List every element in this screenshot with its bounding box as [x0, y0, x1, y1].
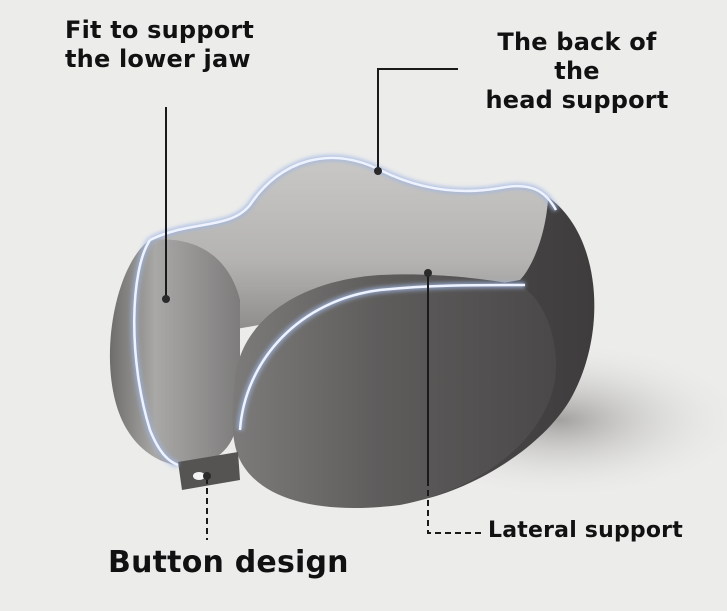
leader-lines — [165, 68, 482, 540]
pillow-left-wing — [109, 239, 241, 465]
callout-head-back-line2: head support — [485, 85, 669, 114]
callout-button-design: Button design — [108, 545, 349, 580]
callout-lower-jaw-line2: the lower jaw — [65, 44, 251, 73]
button-hole — [193, 472, 205, 480]
pillow-lateral-support — [232, 274, 556, 508]
callout-head-back: The back of the head support — [472, 28, 682, 114]
leader-line-head — [377, 68, 458, 170]
dot-jaw — [162, 295, 170, 303]
button-strap — [178, 452, 240, 490]
callout-lower-jaw: Fit to support the lower jaw — [65, 16, 254, 74]
dot-head — [374, 167, 382, 175]
leader-line-lateral-dashed — [427, 480, 482, 534]
callout-head-back-line1: The back of the — [497, 28, 657, 85]
dot-lateral — [424, 269, 432, 277]
callout-dots — [162, 167, 432, 480]
callout-lower-jaw-line1: Fit to support — [65, 16, 255, 44]
dot-button — [203, 472, 211, 480]
piping-trim — [133, 156, 558, 467]
callout-lateral-support: Lateral support — [488, 518, 683, 543]
